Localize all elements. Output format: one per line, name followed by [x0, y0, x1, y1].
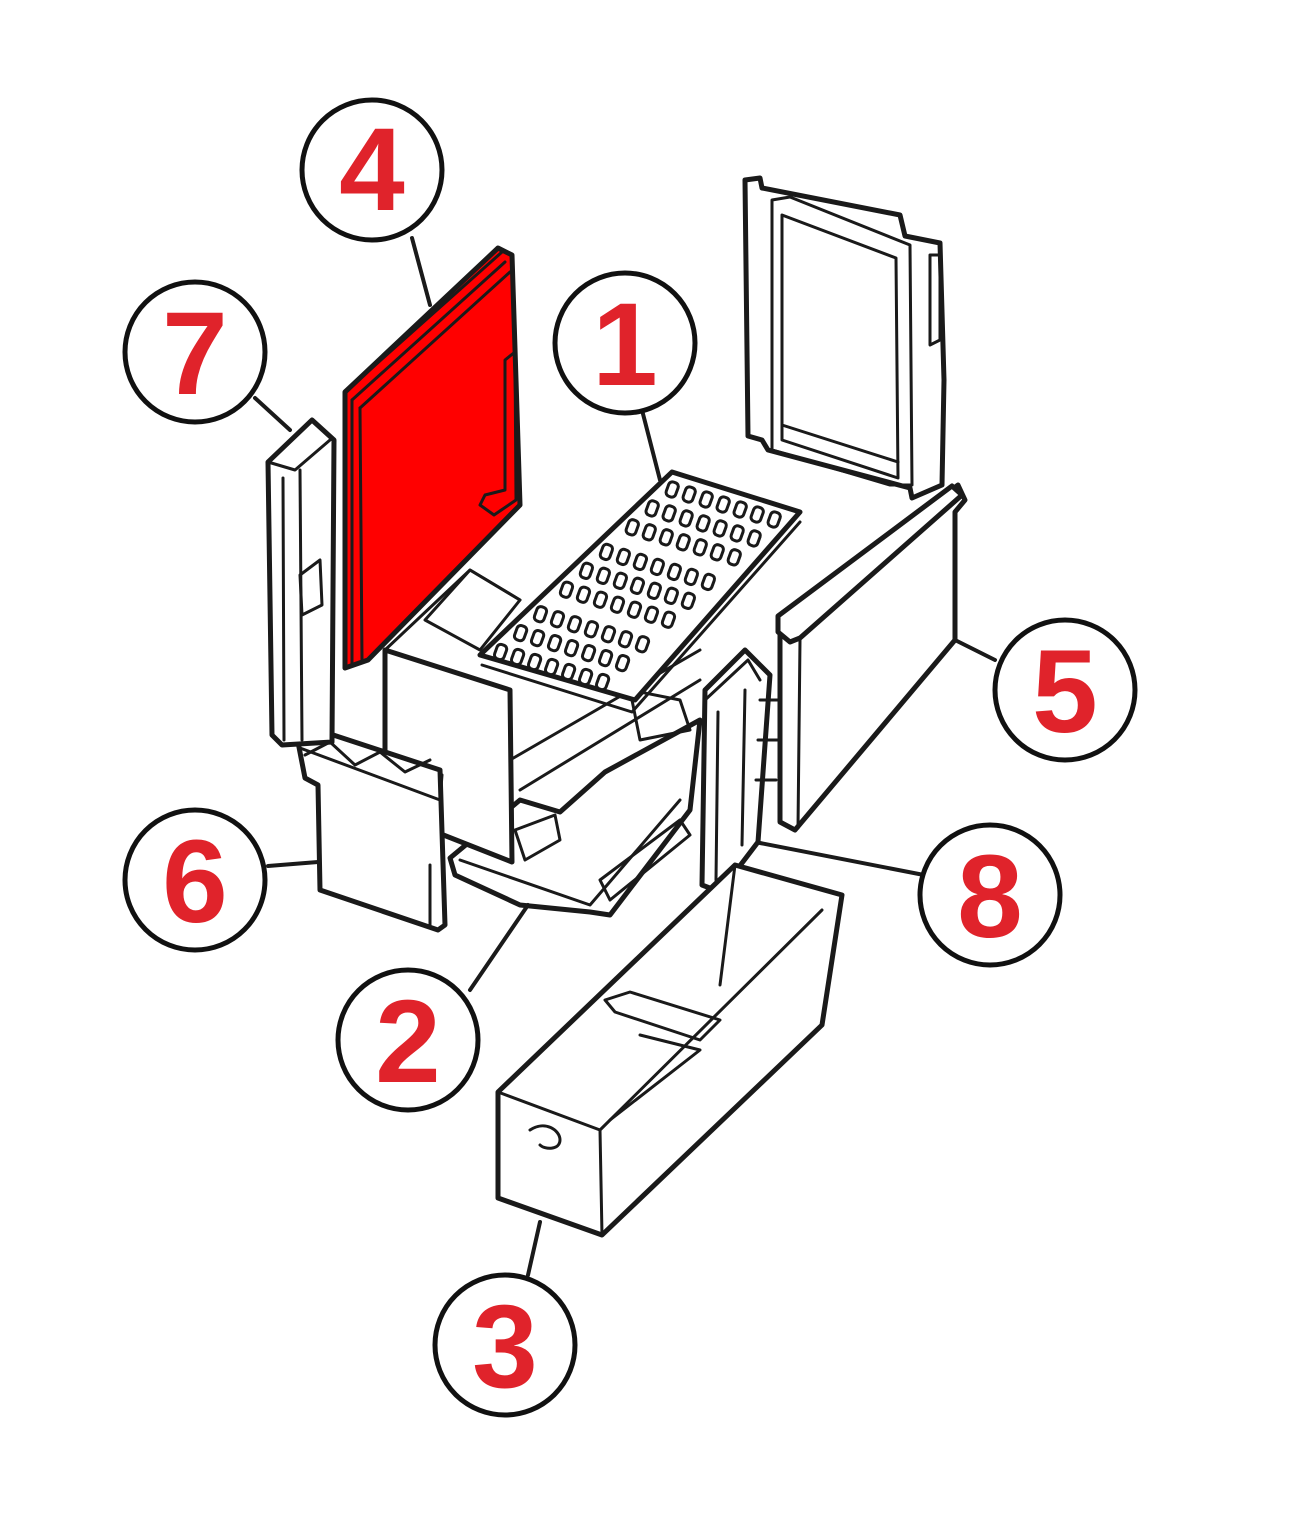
grate-slot: [749, 505, 765, 524]
grate-slot: [583, 620, 600, 639]
grate-slot: [617, 630, 634, 649]
grate-slot: [666, 562, 683, 582]
grate-slot: [675, 533, 691, 552]
callout-6: 6: [122, 807, 268, 953]
grate-slot: [680, 591, 697, 610]
grate-slot: [732, 500, 748, 519]
grate-slot: [543, 657, 560, 677]
callout-7-label: 7: [162, 288, 228, 420]
part-4-back-plate: [342, 245, 523, 671]
grate-slot: [600, 625, 617, 644]
grate-slot: [729, 524, 745, 543]
grate-slot: [597, 648, 614, 668]
grate-slot: [594, 672, 611, 692]
leader-3: [526, 1220, 542, 1277]
grate-slot: [766, 510, 782, 529]
grate-slot: [609, 595, 626, 614]
grate-slot: [626, 600, 643, 619]
grate-slot: [695, 514, 711, 533]
grate-slot: [663, 586, 680, 605]
leader-7: [253, 396, 292, 432]
grate-slot: [629, 576, 646, 595]
grate-slot: [678, 509, 694, 528]
callout-4-label: 4: [339, 104, 405, 236]
leader-lines: [253, 236, 997, 1277]
grate-slot: [715, 495, 731, 514]
grate-slot: [575, 585, 592, 604]
grate-slot: [529, 628, 546, 648]
leader-1: [640, 408, 662, 482]
part-1-grate-plate: [477, 469, 803, 714]
grate-slot: [664, 480, 680, 499]
callout-8-label: 8: [957, 831, 1023, 963]
leader-2: [468, 903, 530, 992]
grate-slot: [746, 529, 762, 548]
callout-5-label: 5: [1032, 626, 1098, 758]
grate-slot: [641, 523, 657, 542]
grate-slot: [560, 662, 577, 682]
callout-2-label: 2: [375, 976, 441, 1108]
grate-slot: [592, 590, 609, 609]
leader-6: [266, 860, 320, 868]
callout-8: 8: [917, 822, 1063, 968]
callout-1: 1: [552, 270, 698, 416]
callout-6-label: 6: [162, 816, 228, 948]
grate-slot: [563, 638, 580, 658]
callout-2: 2: [335, 967, 481, 1113]
grate-slot: [595, 566, 612, 585]
grate-slot: [698, 490, 714, 509]
grate-slot: [643, 605, 660, 624]
grate-slot: [512, 623, 529, 643]
grate-slot: [612, 571, 629, 590]
grate-slots: [492, 480, 782, 692]
grate-slot: [709, 543, 725, 562]
grate-slot: [692, 538, 708, 557]
grate-slot: [634, 635, 651, 654]
grate-slot: [658, 528, 674, 547]
grate-slot: [624, 518, 640, 537]
grate-slot: [614, 653, 631, 673]
callout-1-label: 1: [592, 279, 658, 411]
grate-slot: [598, 542, 615, 562]
grate-slot: [578, 561, 595, 580]
grate-slot: [509, 647, 526, 667]
part-7-left-bar: [265, 417, 337, 748]
grate-slot: [712, 519, 728, 538]
grate-slot: [683, 567, 700, 587]
grate-slot: [661, 504, 677, 523]
grate-slot: [681, 485, 697, 504]
grate-slot: [660, 610, 677, 629]
grate-slot: [577, 667, 594, 687]
grate-slot: [558, 580, 575, 599]
part-8-side-bar: [699, 647, 782, 895]
grate-slot: [549, 610, 566, 629]
grate-slot: [526, 652, 543, 672]
grate-slot: [646, 581, 663, 600]
grate-slot: [546, 633, 563, 653]
part-3-ash-pan: [495, 862, 845, 1238]
part-5-right-side-panel: [742, 175, 968, 833]
grate-slot: [492, 642, 509, 662]
grate-slot: [580, 643, 597, 663]
grate-slot: [632, 552, 649, 572]
leader-8: [758, 841, 926, 877]
leader-5: [953, 638, 997, 662]
grate-slot: [644, 499, 660, 518]
callout-4: 4: [299, 97, 445, 243]
grate-slot: [532, 605, 549, 624]
leader-4: [410, 236, 432, 307]
grate-slot: [566, 615, 583, 634]
callout-3: 3: [432, 1272, 578, 1418]
callout-7: 7: [122, 279, 268, 425]
grate-slot: [649, 557, 666, 577]
grate-slot: [726, 548, 742, 567]
callout-5: 5: [992, 617, 1138, 763]
grate-slot: [615, 547, 632, 567]
grate-slot: [700, 572, 717, 592]
callout-3-label: 3: [472, 1281, 538, 1413]
